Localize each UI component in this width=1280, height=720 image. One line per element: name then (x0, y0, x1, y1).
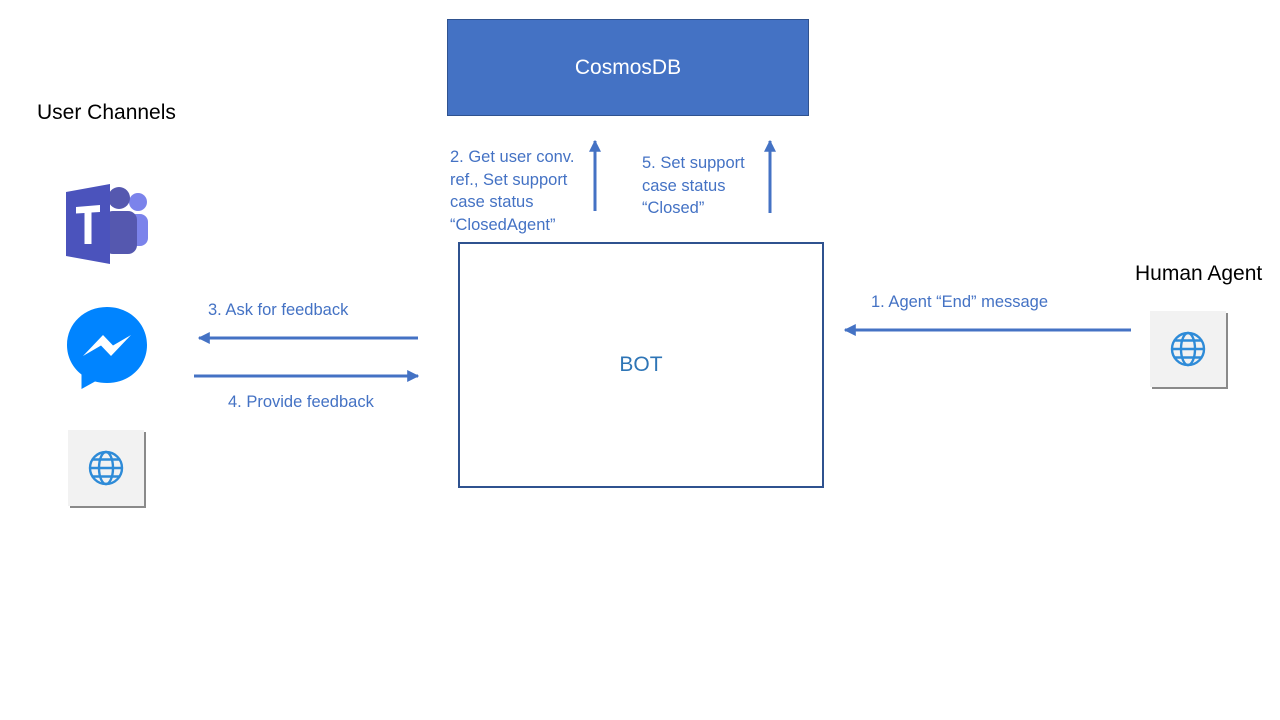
step5-label: 5. Set support case status “Closed” (642, 152, 745, 220)
cosmosdb-label: CosmosDB (574, 55, 682, 79)
step2-line-2: ref., Set support (450, 170, 568, 189)
messenger-icon (66, 306, 148, 390)
bot-label: BOT (619, 353, 663, 376)
globe-icon (1170, 331, 1206, 367)
step4-label: 4. Provide feedback (228, 393, 374, 411)
cosmosdb-node: CosmosDB (447, 19, 809, 116)
step3-label: 3. Ask for feedback (208, 301, 349, 319)
user-web-chat-icon (68, 430, 144, 506)
step2-line-4: “ClosedAgent” (450, 215, 556, 234)
step1-label: 1. Agent “End” message (871, 293, 1049, 311)
bot-node: BOT (458, 242, 824, 488)
human-agent-heading: Human Agent (1135, 262, 1263, 285)
step2-label: 2. Get user conv. ref., Set support case… (450, 146, 574, 236)
microsoft-teams-icon (66, 184, 150, 264)
step5-line-1: 5. Set support (642, 154, 745, 172)
step5-line-2: case status (642, 176, 726, 195)
step2-line-3: case status (450, 193, 534, 211)
user-channels-heading: User Channels (37, 101, 176, 124)
step5-line-3: “Closed” (642, 199, 705, 217)
step2-line-1: 2. Get user conv. (450, 148, 575, 166)
globe-icon (88, 450, 124, 486)
agent-web-chat-icon (1150, 311, 1226, 387)
